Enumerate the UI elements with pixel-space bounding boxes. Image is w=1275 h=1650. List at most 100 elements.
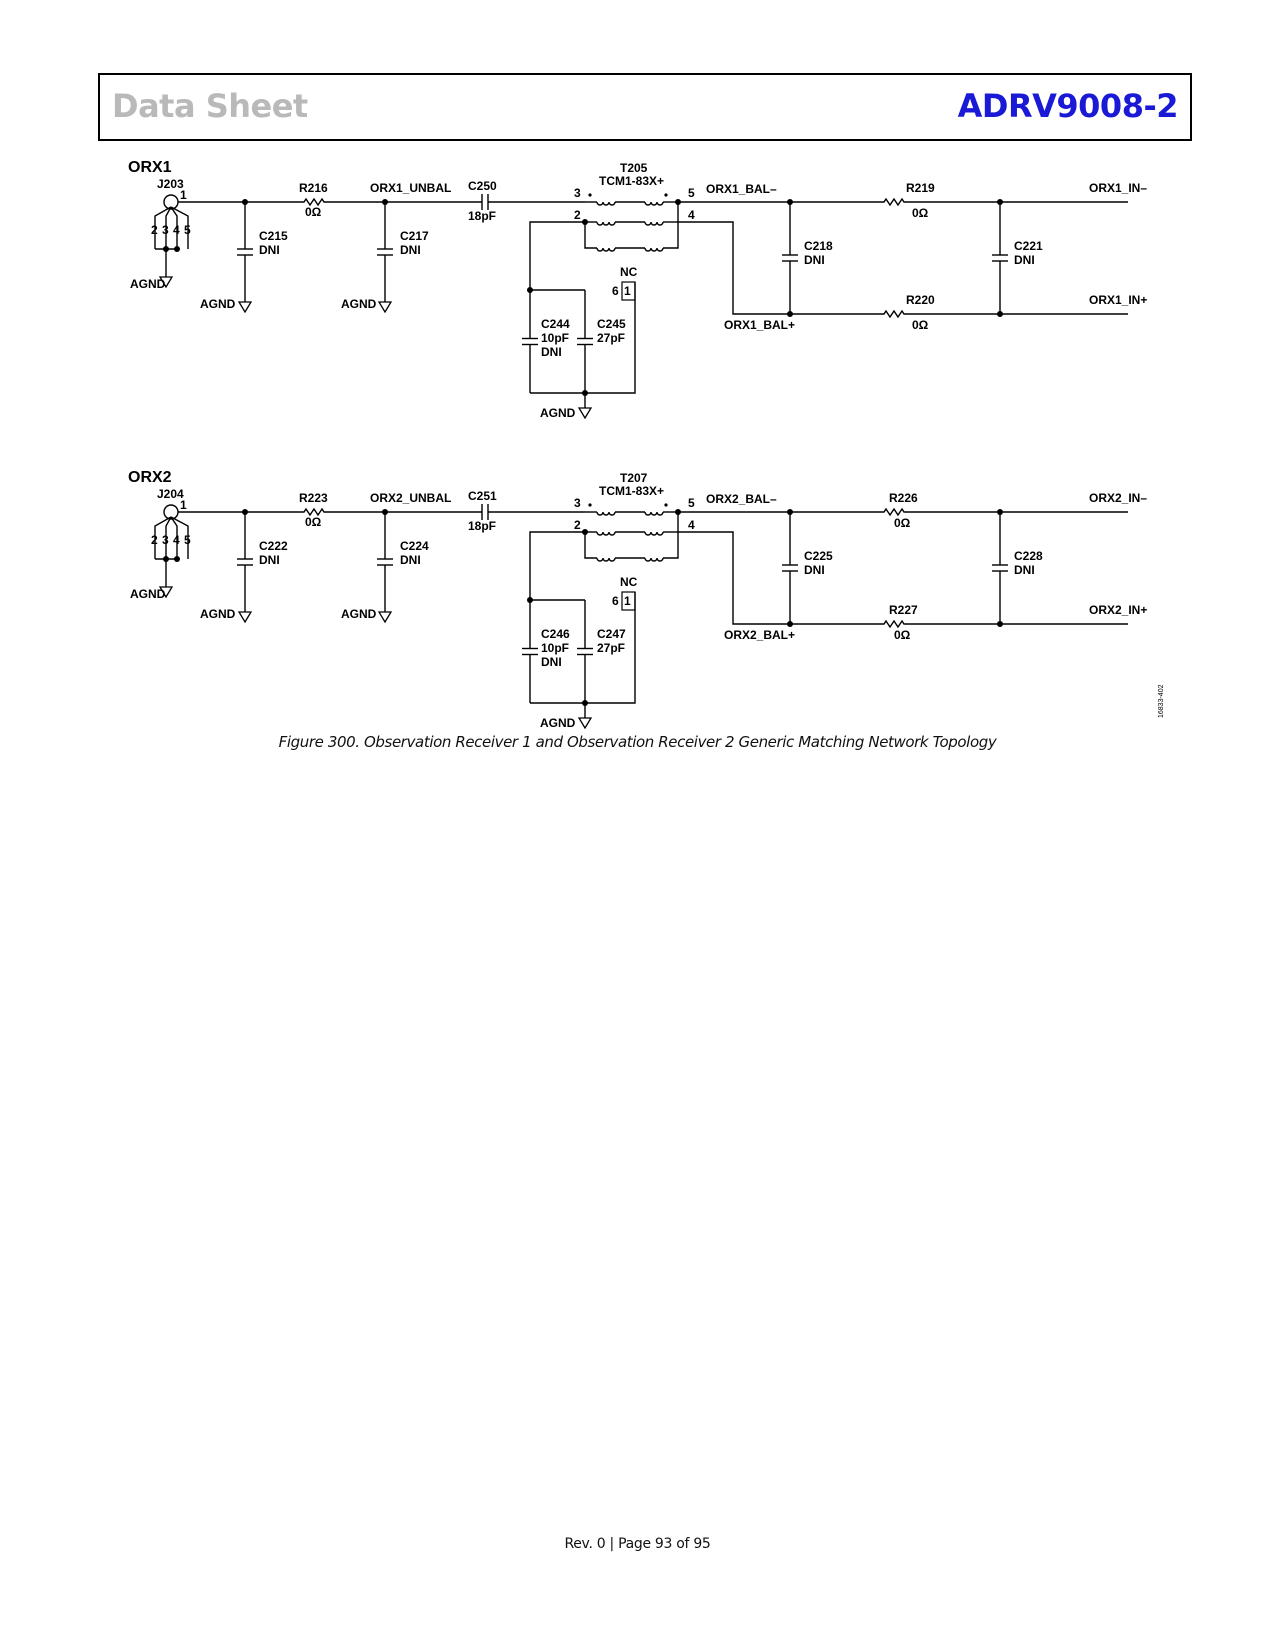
net-label: ORX2_BAL+	[724, 628, 795, 642]
wire	[663, 202, 679, 249]
wire	[165, 516, 172, 559]
ground-label: AGND	[200, 297, 236, 311]
resistor-value: 0Ω	[305, 515, 322, 529]
ground-label: AGND	[341, 297, 377, 311]
transformer-part-number: TCM1-83X+	[599, 174, 664, 188]
resistor-symbol	[245, 197, 385, 207]
capacitor-ref: C221	[1014, 239, 1043, 253]
circuit-title: ORX2	[128, 469, 172, 486]
ground-icon	[577, 717, 593, 730]
ground-icon	[377, 611, 393, 624]
resistor-symbol	[245, 507, 385, 517]
winding-icon	[596, 557, 616, 562]
winding-icon	[644, 247, 664, 252]
resistor-ref: R223	[299, 491, 328, 505]
capacitor-ref: C247	[597, 627, 626, 641]
connector-ground-pin: 2	[151, 223, 158, 237]
figure-id-label: 16833-402	[1158, 684, 1165, 718]
resistor-symbol	[790, 197, 1000, 207]
connector-pin-label: 1	[180, 188, 187, 202]
wire	[170, 206, 189, 249]
ground-icon	[158, 276, 174, 289]
wire	[530, 592, 636, 704]
resistor-ref: R216	[299, 181, 328, 195]
ground-icon	[237, 301, 253, 314]
junction-dot	[174, 556, 180, 562]
capacitor-ref: C222	[259, 539, 288, 553]
capacitor-ref: C250	[468, 179, 497, 193]
transformer-part-number: TCM1-83X+	[599, 484, 664, 498]
resistor-ref: R226	[889, 491, 918, 505]
capacitor-value: DNI	[1014, 253, 1035, 267]
output-net-label: ORX2_IN+	[1089, 603, 1147, 617]
sma-connector-icon	[163, 194, 179, 210]
resistor-symbol	[790, 507, 1000, 517]
capacitor-value: DNI	[1014, 563, 1035, 577]
capacitor-value: DNI	[259, 243, 280, 257]
capacitor-ref: C224	[400, 539, 429, 553]
transformer-pin: 1	[624, 284, 631, 298]
nc-pin-box	[621, 281, 636, 301]
ground-icon	[577, 407, 593, 420]
resistor-value: 0Ω	[912, 206, 929, 220]
resistor-symbol	[790, 309, 1000, 319]
output-net-label: ORX1_IN+	[1089, 293, 1147, 307]
connector-ground-pin: 5	[184, 223, 191, 237]
transformer-pin: 2	[574, 208, 581, 222]
polarity-dot	[588, 193, 592, 197]
page-footer: Rev. 0 | Page 93 of 95	[564, 1536, 711, 1552]
resistor-value: 0Ω	[912, 318, 929, 332]
transformer-pin: 4	[688, 518, 695, 532]
connector-ref: J204	[157, 487, 184, 501]
capacitor-value: 27pF	[597, 331, 625, 345]
wire	[529, 531, 585, 600]
wire	[678, 531, 790, 625]
resistor-value: 0Ω	[894, 628, 911, 642]
capacitor-value: 18pF	[468, 209, 496, 223]
net-label: ORX1_BAL–	[706, 182, 777, 196]
capacitor-ref: C215	[259, 229, 288, 243]
wire	[170, 206, 178, 249]
capacitor-ref: C218	[804, 239, 833, 253]
transformer-pin: 3	[574, 496, 581, 510]
winding-icon	[644, 201, 664, 206]
transformer-ref: T207	[620, 471, 648, 485]
connector-pin-label: 1	[180, 498, 187, 512]
nc-label: NC	[620, 575, 638, 589]
wire	[663, 512, 679, 559]
page-header: Data Sheet ADRV9008-2	[98, 73, 1192, 141]
capacitor-value: DNI	[400, 553, 421, 567]
capacitor-note: DNI	[541, 655, 562, 669]
transformer-pin: 5	[688, 496, 695, 510]
winding-icon	[644, 221, 664, 226]
ground-label: AGND	[540, 406, 576, 420]
polarity-dot	[664, 193, 668, 197]
part-number-label: ADRV9008-2	[957, 87, 1179, 125]
capacitor-ref: C225	[804, 549, 833, 563]
wire	[154, 516, 172, 559]
ground-label: AGND	[540, 716, 576, 730]
resistor-ref: R227	[889, 603, 918, 617]
wire	[529, 221, 585, 290]
ground-icon	[377, 301, 393, 314]
capacitor-value: DNI	[259, 553, 280, 567]
winding-icon	[596, 531, 616, 536]
connector-ground-pin: 4	[173, 223, 180, 237]
doc-type-label: Data Sheet	[112, 87, 308, 125]
connector-ground-pin: 4	[173, 533, 180, 547]
resistor-value: 0Ω	[305, 205, 322, 219]
transformer-pin: 2	[574, 518, 581, 532]
resistor-value: 0Ω	[894, 516, 911, 530]
capacitor-value: DNI	[804, 253, 825, 267]
winding-icon	[596, 247, 616, 252]
winding-icon	[644, 531, 664, 536]
capacitor-value: DNI	[400, 243, 421, 257]
ground-label: AGND	[200, 607, 236, 621]
nc-label: NC	[620, 265, 638, 279]
junction-dot	[174, 246, 180, 252]
capacitor-ref: C228	[1014, 549, 1043, 563]
capacitor-ref: C246	[541, 627, 570, 641]
